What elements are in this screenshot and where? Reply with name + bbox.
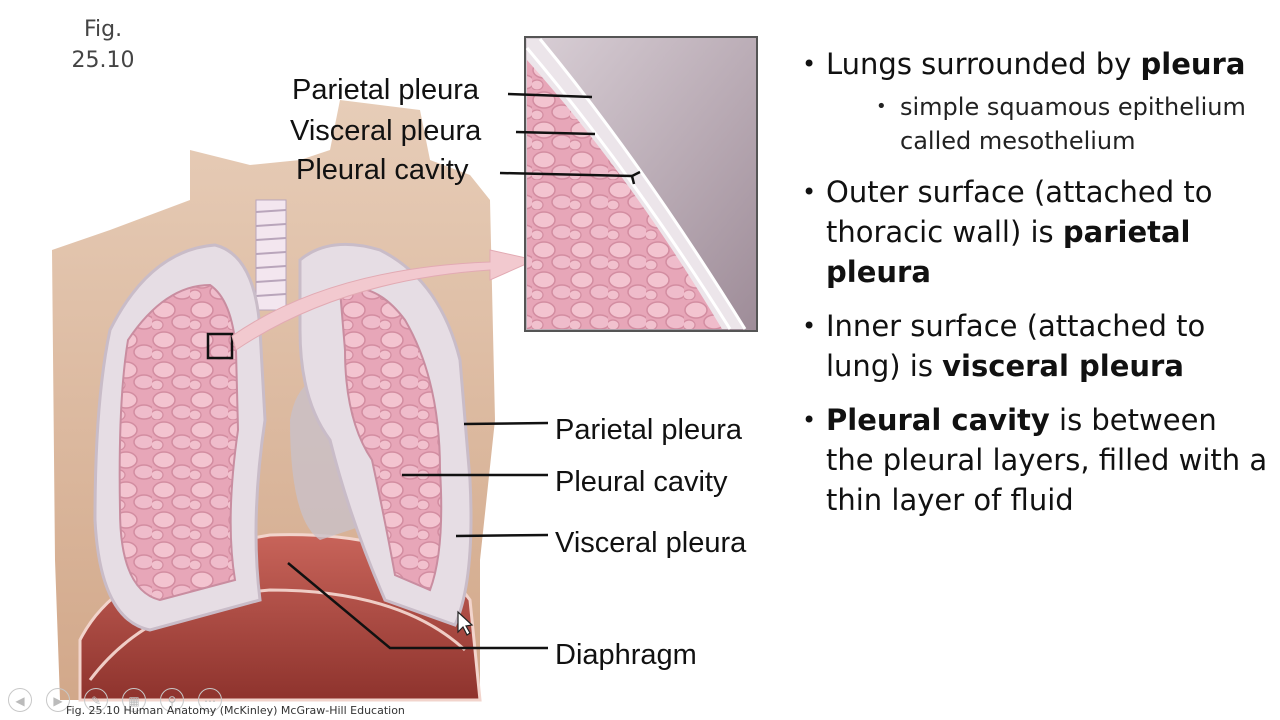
figure-number: Fig. 25.10 (68, 14, 138, 76)
bullet-item: • Inner surface (attached to lung) is vi… (800, 306, 1270, 386)
label-parietal-pleura-top: Parietal pleura (292, 74, 479, 106)
next-icon[interactable]: ▶ (46, 688, 70, 712)
figure-number-line2: 25.10 (71, 48, 135, 73)
bullet-item: • Pleural cavity is between the pleural … (800, 400, 1270, 520)
left-lung (338, 287, 443, 592)
bullet-item: • Lungs surrounded by pleura • simple sq… (800, 44, 1270, 158)
label-diaphragm: Diaphragm (555, 639, 697, 671)
zoom-icon[interactable]: ⚲ (160, 688, 184, 712)
bullet-text: Outer surface (attached to thoracic wall… (826, 175, 1213, 249)
bullet-glyph: • (802, 50, 817, 78)
sub-bullet-glyph: • (876, 96, 887, 117)
sub-bullet-item: • simple squamous epithelium called meso… (826, 90, 1270, 158)
sub-bullet-text: simple squamous epithelium called mesoth… (900, 93, 1246, 155)
bullet-glyph: • (802, 406, 817, 434)
bullet-glyph: • (802, 312, 817, 340)
pen-icon[interactable]: ✎ (84, 688, 108, 712)
bullet-list: • Lungs surrounded by pleura • simple sq… (800, 44, 1270, 534)
figure-number-line1: Fig. (83, 17, 123, 42)
bullet-text: is between the pleural layers, filled wi… (826, 403, 1268, 517)
label-pleural-cavity-right: Pleural cavity (555, 466, 728, 498)
mouse-cursor-icon (457, 610, 474, 636)
figure-caption: Fig. 25.10 Human Anatomy (McKinley) McGr… (66, 704, 405, 717)
bullet-bold: visceral pleura (942, 349, 1184, 383)
detail-arrow (231, 249, 537, 351)
right-lung (118, 283, 240, 602)
detail-marker (206, 332, 234, 360)
bullet-glyph: • (802, 178, 817, 206)
previous-icon[interactable]: ◀ (8, 688, 32, 712)
bullet-item: • Outer surface (attached to thoracic wa… (800, 172, 1270, 292)
lung-pleura-illustration (52, 36, 758, 702)
label-visceral-pleura-right: Visceral pleura (555, 527, 747, 559)
bullet-text: Lungs surrounded by (826, 47, 1141, 81)
label-pleural-cavity-top: Pleural cavity (296, 154, 469, 186)
label-visceral-pleura-top: Visceral pleura (290, 115, 482, 147)
bullet-bold: Pleural cavity (826, 403, 1050, 437)
slides-icon[interactable]: ▦ (122, 688, 146, 712)
pleura-detail-inset (524, 36, 758, 332)
bullet-bold: pleura (1140, 47, 1246, 81)
bullet-bold: parietal pleura (826, 215, 1191, 289)
label-parietal-pleura-right: Parietal pleura (555, 414, 742, 446)
more-icon[interactable]: ⋯ (198, 688, 222, 712)
bullet-text: Inner surface (attached to lung) is (826, 309, 1206, 383)
trachea (255, 199, 287, 311)
